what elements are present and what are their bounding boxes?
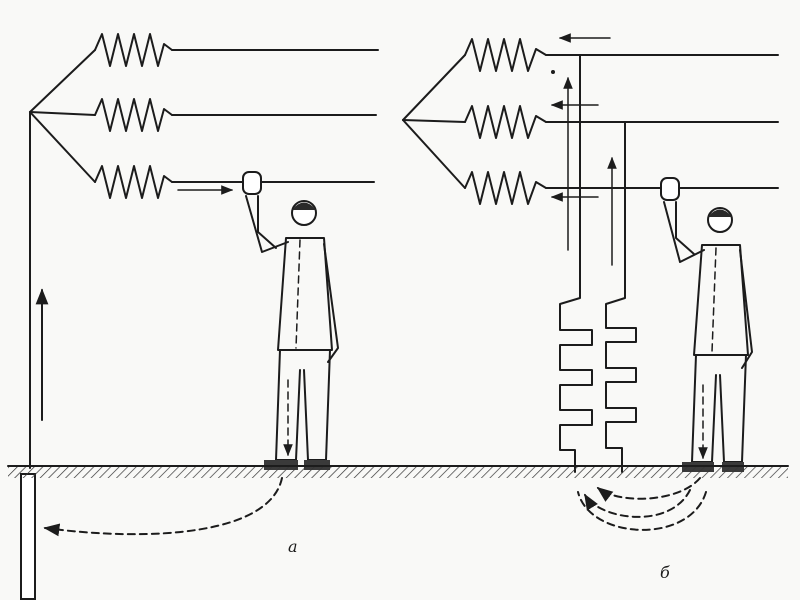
panel-b-ground-current-arrow-2	[584, 489, 691, 518]
ground-hatching	[8, 466, 788, 478]
panel-a-person-hand	[242, 171, 262, 195]
panel-b-ground-current-arrow-1	[596, 477, 701, 502]
panel-a-insulators	[94, 33, 173, 199]
panel-a-ground-electrode	[20, 473, 36, 600]
panel-b-person	[660, 177, 753, 472]
panel-b-person-hand	[660, 177, 680, 201]
panel-a-person-raised-arm	[245, 195, 289, 253]
panel-b-crossarm	[402, 54, 466, 189]
panel-a-insulator-3	[94, 165, 173, 199]
panel-a-label: а	[288, 537, 298, 556]
panel-a-person-torso	[277, 237, 333, 351]
panel-b	[402, 33, 779, 531]
panel-b-label: б	[660, 563, 670, 582]
panel-b-insulator-3	[464, 171, 547, 205]
panel-a-insulator-1	[94, 33, 173, 67]
panel-a-ground-current-arrow	[43, 477, 283, 537]
panel-b-fallen-conductor-1	[559, 54, 593, 473]
panel-b-person-left-leg	[691, 354, 717, 463]
panel-b-person-lowered-arm	[739, 249, 753, 369]
panel-a-power-lines	[171, 49, 379, 183]
panel-b-insulator-2	[464, 105, 547, 139]
panel-a-insulator-2	[94, 98, 173, 132]
panel-a	[20, 33, 379, 600]
ground	[7, 465, 789, 478]
panel-b-person-raised-arm	[663, 201, 705, 263]
panel-b-fallen-conductor-2	[605, 121, 637, 473]
panel-b-person-torso	[693, 244, 749, 356]
panel-a-crossarm	[29, 49, 96, 183]
panel-b-insulators	[464, 38, 547, 205]
panel-a-person	[242, 171, 339, 470]
panel-a-person-lowered-arm	[323, 243, 339, 363]
panel-b-ground-current-arrow-3	[577, 491, 707, 531]
panel-b-insulator-1	[464, 38, 547, 72]
